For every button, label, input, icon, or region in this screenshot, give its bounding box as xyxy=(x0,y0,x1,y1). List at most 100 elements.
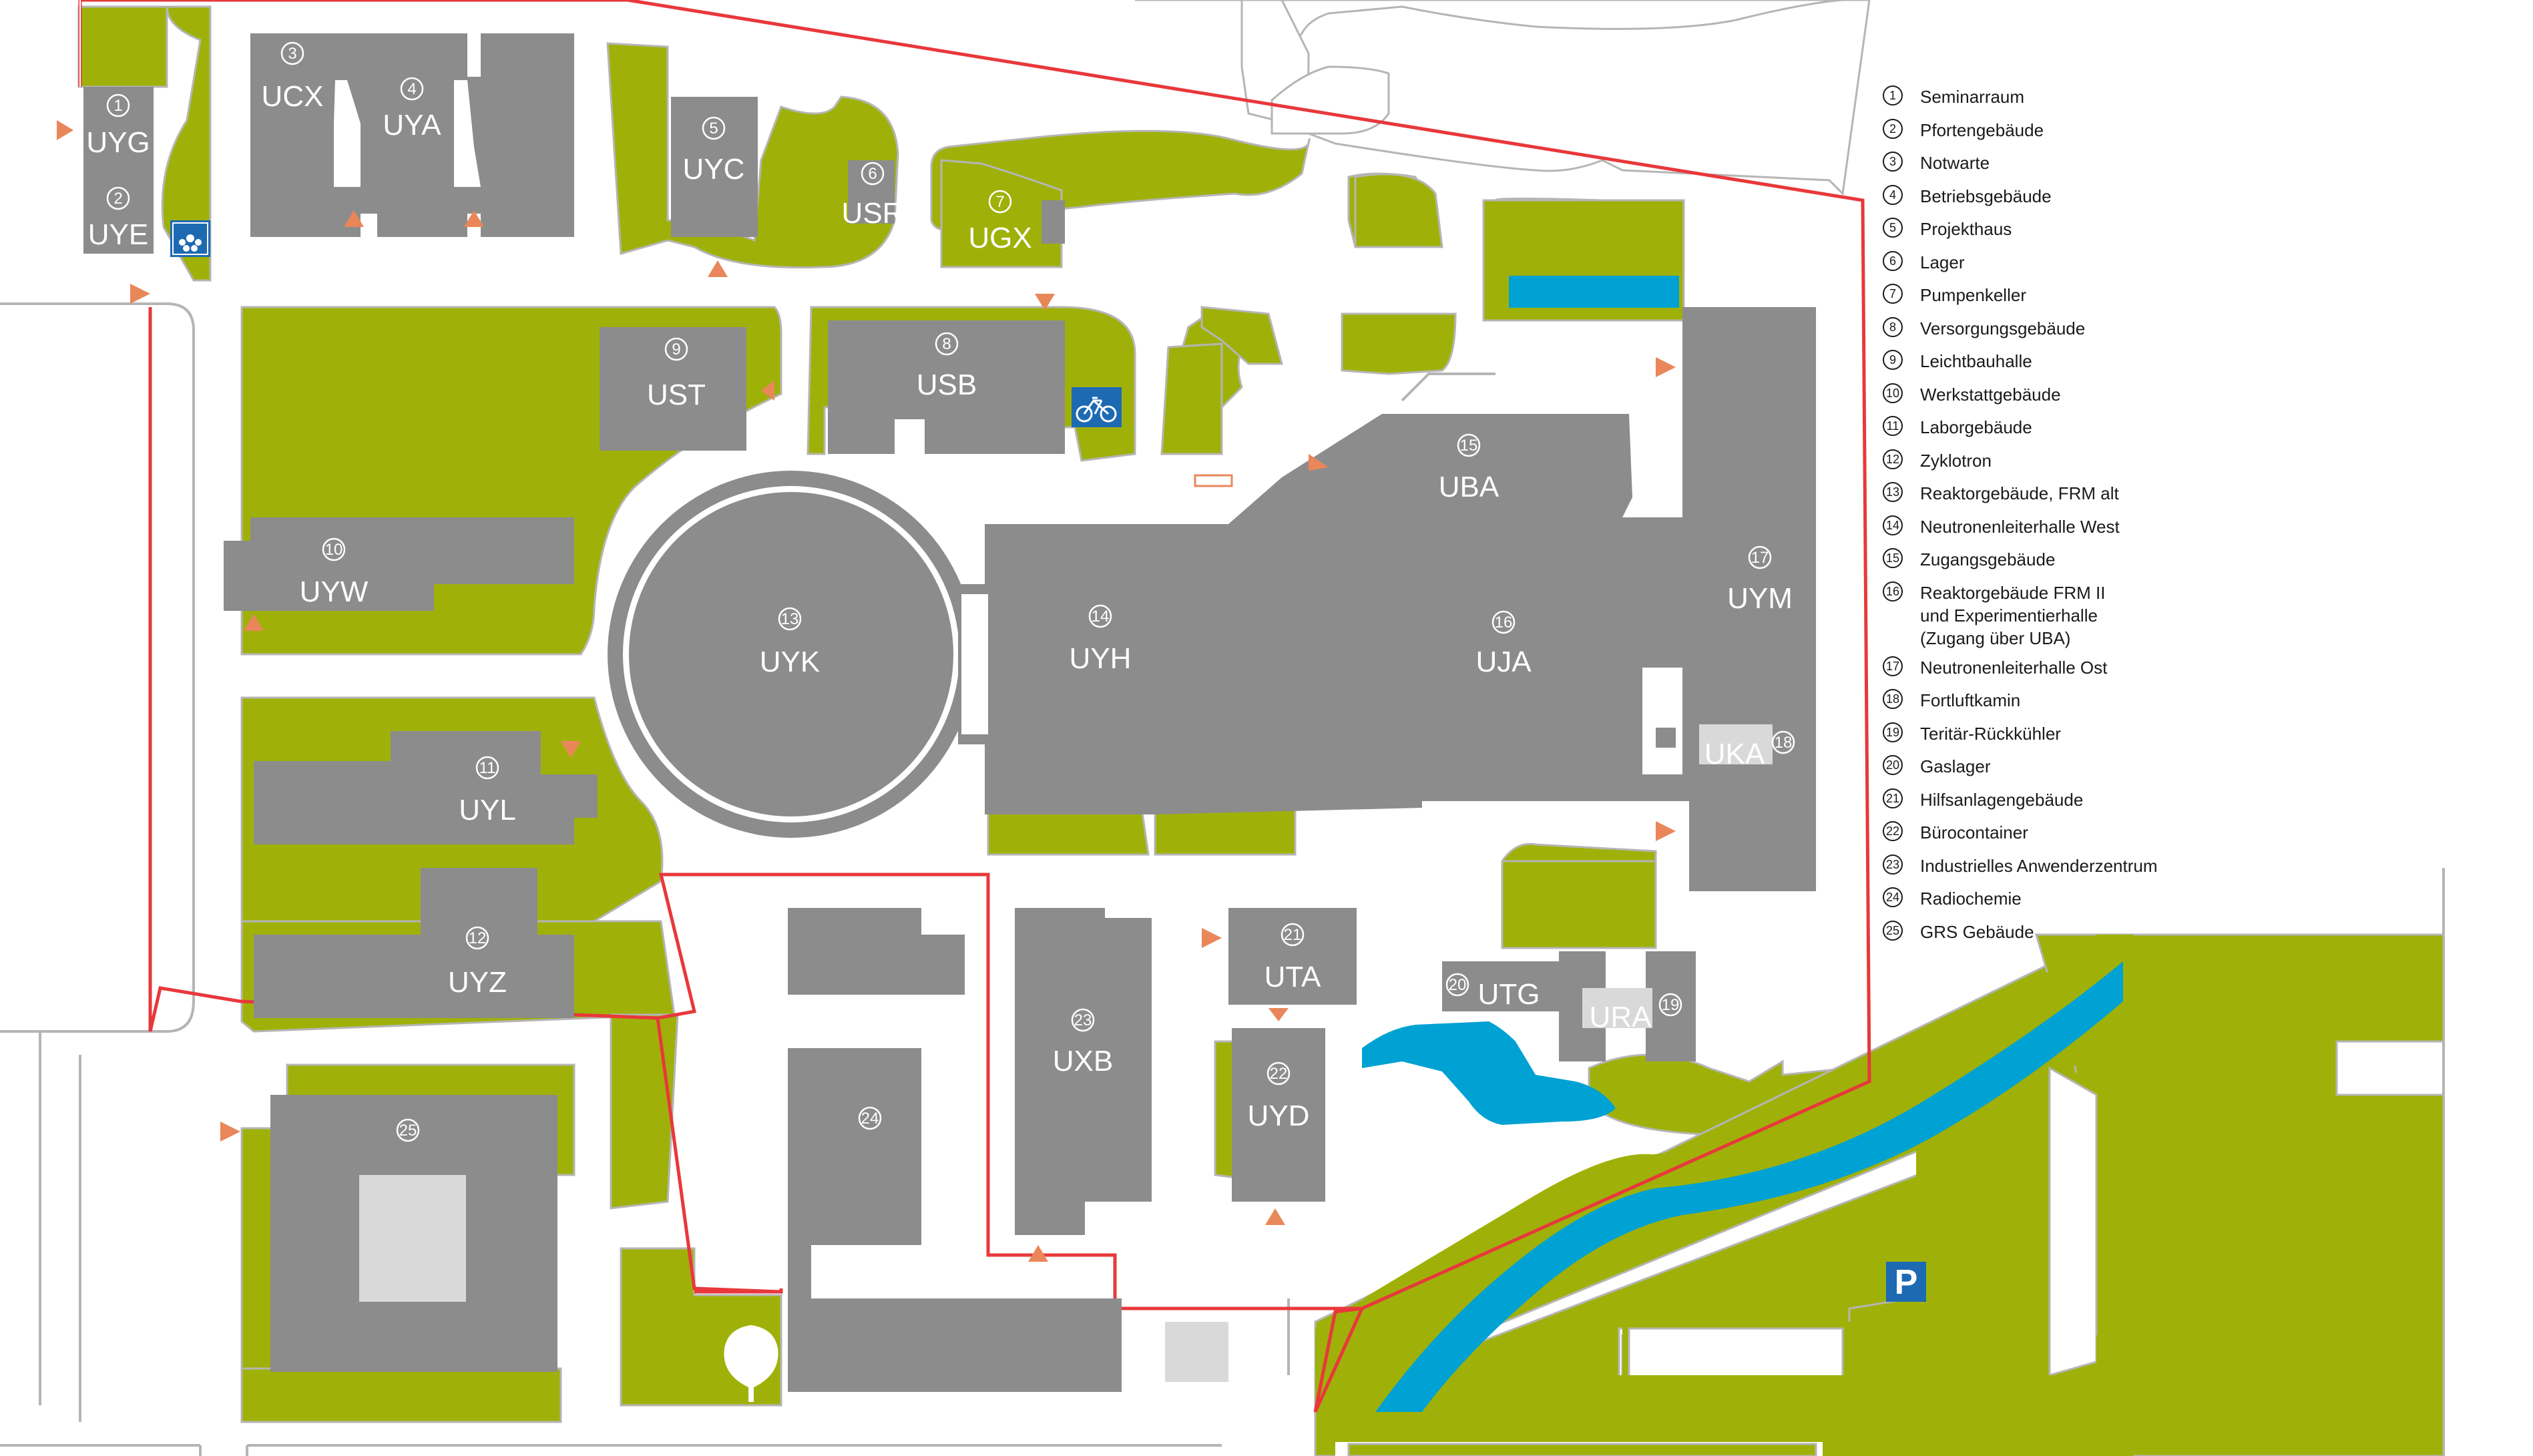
building-number: 23 xyxy=(1074,1011,1092,1029)
legend-item: 21 Hilfsanlagengebäude xyxy=(1883,788,2524,822)
building-number-circle xyxy=(475,756,499,780)
legend-number: 16 xyxy=(1883,581,1903,601)
building-number: 3 xyxy=(288,45,296,63)
legend-number: 21 xyxy=(1883,788,1903,808)
pond xyxy=(1362,1021,1616,1125)
legend-number: 14 xyxy=(1883,515,1903,535)
legend-label: Neutronenleiterhalle West xyxy=(1920,516,2120,537)
legend-number: 15 xyxy=(1883,548,1903,568)
river-bank xyxy=(1315,1135,1763,1412)
bicycle-icon xyxy=(1072,387,1122,427)
building-number-circle xyxy=(106,93,130,117)
legend-number: 23 xyxy=(1883,854,1903,875)
legend-item: 15 Zugangsgebäude xyxy=(1883,548,2524,581)
legend-number: 25 xyxy=(1883,920,1903,941)
legend-label: Neutronenleiterhalle Ost xyxy=(1920,657,2108,678)
legend-label: Fortluftkamin xyxy=(1920,690,2021,710)
legend-number: 18 xyxy=(1883,689,1903,709)
legend-label: Notwarte xyxy=(1920,153,1990,173)
building-number-circle xyxy=(1748,545,1772,569)
building-number: 10 xyxy=(325,541,343,559)
building-code: UCX xyxy=(262,80,324,113)
building-code: UYH xyxy=(1070,642,1132,675)
building-code: UYM xyxy=(1727,582,1793,615)
building-number: 17 xyxy=(1751,549,1769,567)
building-number: 1 xyxy=(113,97,122,115)
building-number-circle xyxy=(1088,604,1112,628)
building-code: UBA xyxy=(1439,471,1500,503)
building-number-circle xyxy=(858,1106,882,1130)
building-code: UTG xyxy=(1478,978,1540,1011)
legend-label: Zugangsgebäude xyxy=(1920,549,2056,569)
building-number-circle xyxy=(988,190,1012,214)
building-number: 20 xyxy=(1449,976,1467,994)
building-code: UJA xyxy=(1475,646,1532,678)
building-number-circle xyxy=(106,186,130,210)
building-number-circle xyxy=(400,77,424,101)
legend-label: GRS Gebäude xyxy=(1920,921,2034,942)
legend-label: Zyklotron xyxy=(1920,450,1992,471)
building-number: 9 xyxy=(672,340,680,358)
legend-label: Hilfsanlagengebäude xyxy=(1920,789,2084,810)
assembly-point-icon xyxy=(170,220,210,257)
uka-label-bg xyxy=(1699,724,1773,764)
building-number-circle xyxy=(702,116,726,140)
building-number: 8 xyxy=(942,335,951,353)
legend-number: 9 xyxy=(1883,350,1903,370)
building-number: 24 xyxy=(861,1110,879,1128)
legend-label: Radiochemie xyxy=(1920,889,2022,909)
building-code: UYD xyxy=(1248,1100,1310,1132)
building-number-circle xyxy=(1658,993,1682,1017)
legend-number: 10 xyxy=(1883,383,1903,403)
legend-number: 24 xyxy=(1883,887,1903,907)
building-number: 21 xyxy=(1284,926,1302,944)
building-code: UST xyxy=(647,379,706,411)
river-water xyxy=(1375,961,2123,1412)
building-code: UYG xyxy=(86,126,150,159)
legend-number: 1 xyxy=(1883,85,1903,105)
building-number-circle xyxy=(1491,610,1516,634)
building-code: USR xyxy=(842,197,904,230)
building-code: UXB xyxy=(1053,1045,1113,1077)
building-number: 7 xyxy=(995,193,1004,211)
legend-number: 2 xyxy=(1883,118,1903,139)
legend-label: Pfortengebäude xyxy=(1920,119,2044,140)
building-code: UYW xyxy=(300,575,369,608)
building-number: 25 xyxy=(399,1122,417,1140)
building-number-circle xyxy=(1445,973,1469,997)
building-light-south xyxy=(1165,1322,1228,1382)
ura-label-bg xyxy=(1582,988,1652,1028)
building-number-circle xyxy=(1071,1008,1095,1032)
buildings xyxy=(83,33,1816,1392)
building-number: 22 xyxy=(1270,1065,1288,1083)
legend-item: 25 GRS Gebäude xyxy=(1883,920,2524,954)
legend-number: 12 xyxy=(1883,449,1903,469)
building-number: 12 xyxy=(469,929,487,947)
building-number-circle xyxy=(465,926,489,950)
building-number-circle xyxy=(664,337,688,361)
legend-number: 5 xyxy=(1883,218,1903,238)
legend-label: Leichtbauhalle xyxy=(1920,351,2032,371)
legend-number: 4 xyxy=(1883,184,1903,205)
building-number-circle xyxy=(322,537,346,561)
basin xyxy=(1509,276,1679,308)
legend-label: Teritär-Rückkühler xyxy=(1920,723,2061,744)
legend-item: 18 Fortluftkamin xyxy=(1883,689,2524,722)
small-structure xyxy=(1194,474,1233,487)
building-number: 14 xyxy=(1092,608,1110,626)
building-number: 13 xyxy=(781,610,799,628)
parking-icon: P xyxy=(1886,1262,1926,1302)
building-code: UYE xyxy=(88,218,148,251)
legend-label: Laborgebäude xyxy=(1920,417,2032,437)
legend-label: Bürocontainer xyxy=(1920,822,2028,842)
